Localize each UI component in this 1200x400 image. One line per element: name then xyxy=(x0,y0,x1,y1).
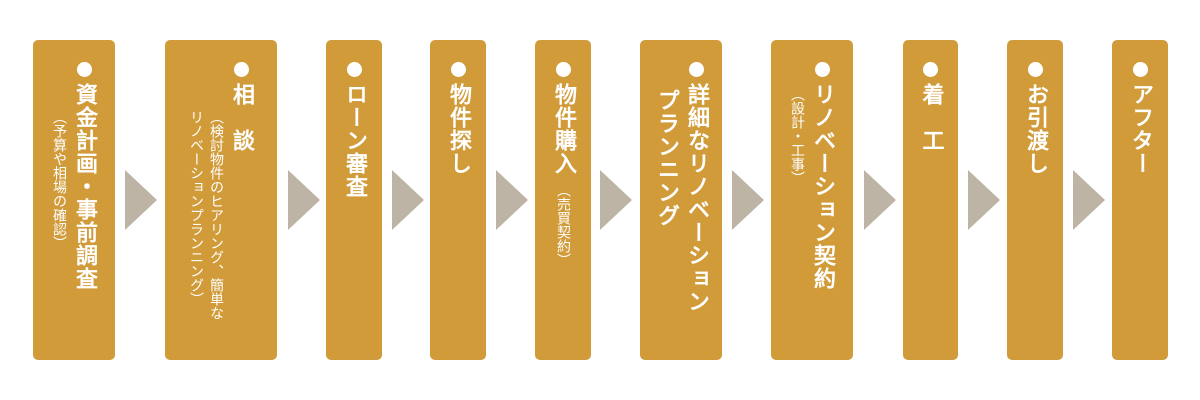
step-detailed-planning: 詳細なリノベーション プランニング xyxy=(640,40,722,360)
bullet-icon xyxy=(688,62,704,77)
step-after-service: アフター xyxy=(1112,40,1168,360)
step-note: （設計・工事） xyxy=(789,87,805,185)
step-property-search: 物件探し xyxy=(430,40,486,360)
step-title: 物件購入 xyxy=(551,83,576,175)
step-title: 資金計画・事前調査 xyxy=(72,83,97,290)
step-title: お引渡し xyxy=(1023,83,1048,175)
arrow-right-icon xyxy=(864,170,896,230)
step-construction-start: 着 工 xyxy=(903,40,958,360)
bullet-icon xyxy=(814,62,830,77)
bullet-icon xyxy=(1027,62,1043,77)
step-title: アフター xyxy=(1128,83,1153,175)
bullet-icon xyxy=(233,62,249,77)
bullet-icon xyxy=(346,62,362,77)
step-title: リノベーション契約 xyxy=(810,83,835,290)
bullet-icon xyxy=(450,62,466,77)
arrow-right-icon xyxy=(496,170,528,230)
step-title: 相 談 xyxy=(229,83,254,152)
arrow-right-icon xyxy=(600,170,632,230)
step-title-line: 詳細なリノベーション xyxy=(684,83,709,313)
step-title: 着 工 xyxy=(918,83,944,152)
step-title-line: プランニング xyxy=(654,89,679,227)
step-note-line: リノベーションプランニング） xyxy=(188,110,204,306)
arrow-right-icon xyxy=(732,170,764,230)
arrow-right-icon xyxy=(288,170,320,230)
step-renovation-contract: リノベーション契約 （設計・工事） xyxy=(771,40,853,360)
bullet-icon xyxy=(1132,62,1148,77)
arrow-right-icon xyxy=(392,170,424,230)
bullet-icon xyxy=(923,62,938,77)
step-funding-plan: 資金計画・事前調査 （予算や相場の確認） xyxy=(33,40,115,360)
step-handover: お引渡し xyxy=(1007,40,1063,360)
step-title: 物件探し xyxy=(446,83,471,175)
bullet-icon xyxy=(76,62,92,77)
step-note: （売買契約） xyxy=(555,183,571,267)
step-note: （予算や相場の確認） xyxy=(51,110,67,250)
arrow-right-icon xyxy=(1073,170,1105,230)
step-title: ローン審査 xyxy=(342,83,367,198)
step-note-line: （検討物件のヒアリング、簡単な xyxy=(208,110,224,320)
step-loan-review: ローン審査 xyxy=(326,40,382,360)
step-property-purchase: 物件購入 （売買契約） xyxy=(535,40,591,360)
arrow-right-icon xyxy=(968,170,1000,230)
step-consultation: 相 談 （検討物件のヒアリング、簡単な リノベーションプランニング） xyxy=(165,40,277,360)
bullet-icon xyxy=(555,62,571,77)
arrow-right-icon xyxy=(125,170,157,230)
